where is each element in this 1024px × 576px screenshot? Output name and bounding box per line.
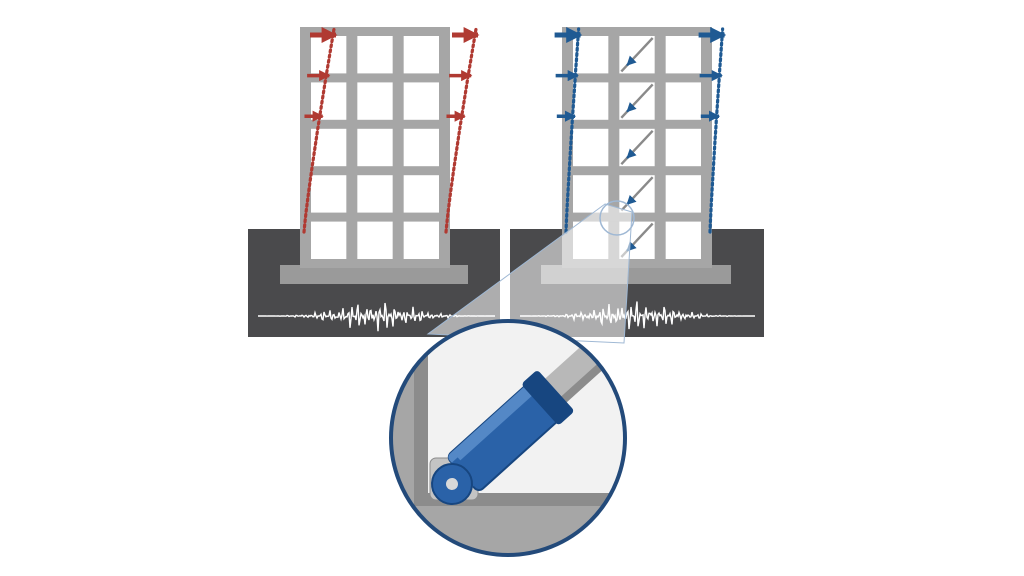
drift-line-right xyxy=(444,27,478,234)
zoom-callout-cone xyxy=(426,203,633,344)
frame-column xyxy=(562,27,573,268)
frame-beam xyxy=(562,27,712,36)
left-frame-building xyxy=(300,27,450,268)
damper-end-cap xyxy=(522,371,574,425)
damper-body-highlight xyxy=(448,378,542,464)
frame-beam xyxy=(300,259,450,268)
frame-column xyxy=(654,27,666,268)
brace-damper-marker xyxy=(626,55,637,67)
zoom-ring xyxy=(389,319,627,557)
frame-beam xyxy=(562,166,712,176)
frame-column xyxy=(300,27,311,268)
frame-beam xyxy=(562,73,712,83)
brace-damper-marker xyxy=(626,194,637,206)
drift-line-left xyxy=(302,27,336,234)
detail-column xyxy=(391,321,414,555)
frame-beam xyxy=(300,73,450,83)
right-drift-profile xyxy=(554,26,727,234)
frame-beam xyxy=(300,27,450,36)
left-foundation-slab xyxy=(280,265,468,284)
drift-line-right xyxy=(708,27,725,234)
left-drift-profile xyxy=(302,26,480,234)
frame-beam xyxy=(300,212,450,222)
frame-beam xyxy=(300,166,450,176)
frame-beam xyxy=(300,119,450,129)
frame-beam xyxy=(562,259,712,268)
frame-column xyxy=(701,27,712,268)
frame-beam xyxy=(562,119,712,129)
frame-beam xyxy=(562,212,712,222)
building-windows-backdrop xyxy=(300,27,450,268)
brace-damper-marker xyxy=(626,148,637,159)
drift-line-left xyxy=(564,27,581,234)
zoom-target-marker xyxy=(599,200,635,236)
brace-damper-marker xyxy=(626,102,637,113)
damper-pin xyxy=(446,478,458,490)
frame-column xyxy=(392,27,404,268)
frame-column xyxy=(439,27,450,268)
frame-column xyxy=(608,27,620,268)
frame-column xyxy=(346,27,358,268)
